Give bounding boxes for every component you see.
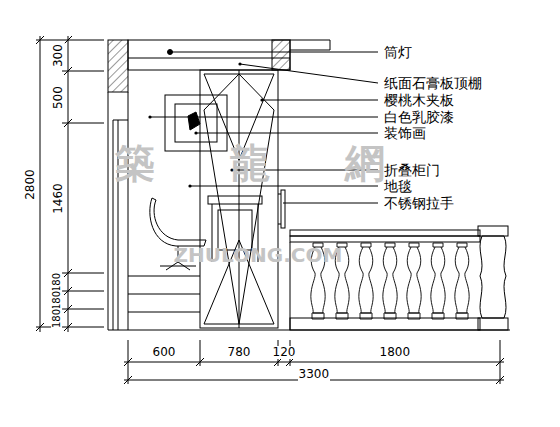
dimension-text: 2800 (23, 168, 36, 201)
callout-text: 纸面石膏板顶棚 (383, 76, 483, 91)
dimension-text: 300 (51, 43, 64, 68)
dimension-text: 780 (227, 346, 252, 359)
dimension-text: 1460 (51, 182, 64, 215)
callout-text: 筒灯 (383, 45, 413, 60)
callout-text: 折叠柜门 (383, 163, 441, 178)
dimension-text: 180 (51, 307, 62, 328)
watermark: 龍 (230, 141, 270, 185)
watermark: ZHULONG.COM (174, 244, 343, 266)
dimension-text: 500 (51, 85, 64, 110)
dimension-text: 1800 (379, 346, 412, 359)
callout-text: 地毯 (383, 179, 413, 194)
callout-text: 樱桃木夹板 (383, 93, 455, 108)
watermark: 網 (345, 141, 385, 185)
dimension-text: 120 (272, 346, 297, 359)
callout-text: 不锈钢拉手 (383, 196, 455, 211)
dimension-text: 3300 (298, 368, 331, 381)
callout-text: 白色乳胶漆 (383, 110, 455, 125)
watermark: 築 (115, 141, 155, 185)
dimension-text: 600 (152, 346, 177, 359)
callout-text: 装饰画 (383, 126, 427, 141)
